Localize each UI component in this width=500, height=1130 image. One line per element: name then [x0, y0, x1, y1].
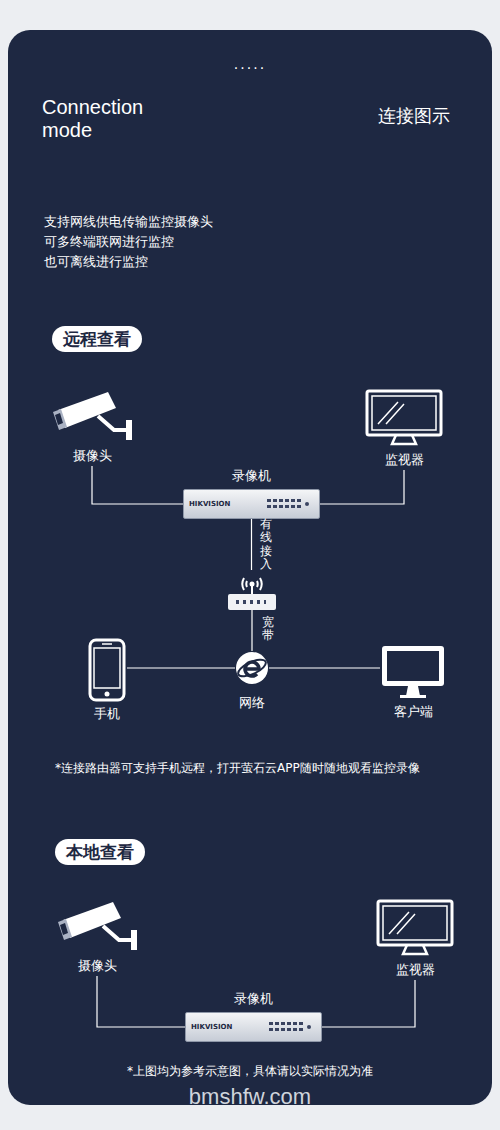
watermark: bmshfw.com	[0, 1084, 500, 1110]
label-text: 也可离线进行监控	[44, 253, 148, 271]
port-row	[267, 1020, 315, 1034]
page-title: Connection mode	[42, 96, 172, 142]
device-label: 摄像头	[55, 958, 139, 974]
section-pill: 远程查看	[52, 326, 142, 352]
label-text: 支持网线供电传输监控摄像头	[44, 213, 213, 231]
connector-line	[97, 976, 185, 1027]
device-icon	[55, 898, 139, 954]
network-node: 网络	[235, 651, 269, 685]
connector-line	[269, 667, 380, 668]
device-node: 摄像头	[50, 388, 134, 464]
label-text: 连接图示	[378, 104, 450, 128]
device-node: 监视器	[375, 898, 455, 978]
device-label: 录像机	[184, 468, 319, 484]
device-node: 客户端	[380, 644, 446, 720]
note-text: *连接路由器可支持手机远程，打开萤石云APP随时随地观看监控录像	[55, 760, 420, 777]
device-node: 监视器	[364, 388, 444, 468]
wifi-icon	[228, 570, 276, 594]
brand-text: HIKVISION	[189, 500, 230, 509]
connector-line	[320, 470, 404, 504]
section-pill: 本地查看	[55, 839, 145, 865]
connector-line	[92, 466, 183, 504]
device-icon	[375, 898, 455, 958]
label-text: 可多终端联网进行监控	[44, 233, 174, 251]
device-label: 手机	[87, 706, 127, 722]
device-icon	[380, 644, 446, 700]
pill-text: 远程查看	[63, 328, 131, 350]
edge-label: 有线接入	[260, 518, 272, 571]
router-box	[228, 594, 276, 610]
device-label: 客户端	[380, 704, 446, 720]
recorder-box: 录像机HIKVISION	[185, 1012, 322, 1042]
port-row	[265, 497, 313, 511]
label-text: .....	[0, 56, 500, 72]
device-node: 摄像头	[55, 898, 139, 974]
device-label: 监视器	[364, 452, 444, 468]
connector-line	[251, 610, 252, 651]
connector-line	[127, 667, 235, 668]
device-label: 网络	[215, 695, 289, 711]
router-node: 宽带	[228, 570, 276, 610]
device-icon	[50, 388, 134, 444]
device-label: 监视器	[375, 962, 455, 978]
device-icon	[364, 388, 444, 448]
note-text: *上图均为参考示意图，具体请以实际情况为准	[0, 1063, 500, 1080]
recorder-box: 录像机HIKVISION	[183, 489, 320, 519]
device-icon	[87, 638, 127, 702]
edge-side-label: 宽带	[262, 616, 274, 642]
device-node: 手机	[87, 638, 127, 722]
device-label: 录像机	[186, 991, 321, 1007]
brand-text: HIKVISION	[191, 1023, 232, 1032]
connector-line	[322, 980, 415, 1027]
connector-line	[251, 519, 252, 570]
pill-text: 本地查看	[66, 841, 134, 863]
router-lights	[236, 600, 266, 604]
device-label: 摄像头	[50, 448, 134, 464]
network-icon	[235, 651, 269, 685]
